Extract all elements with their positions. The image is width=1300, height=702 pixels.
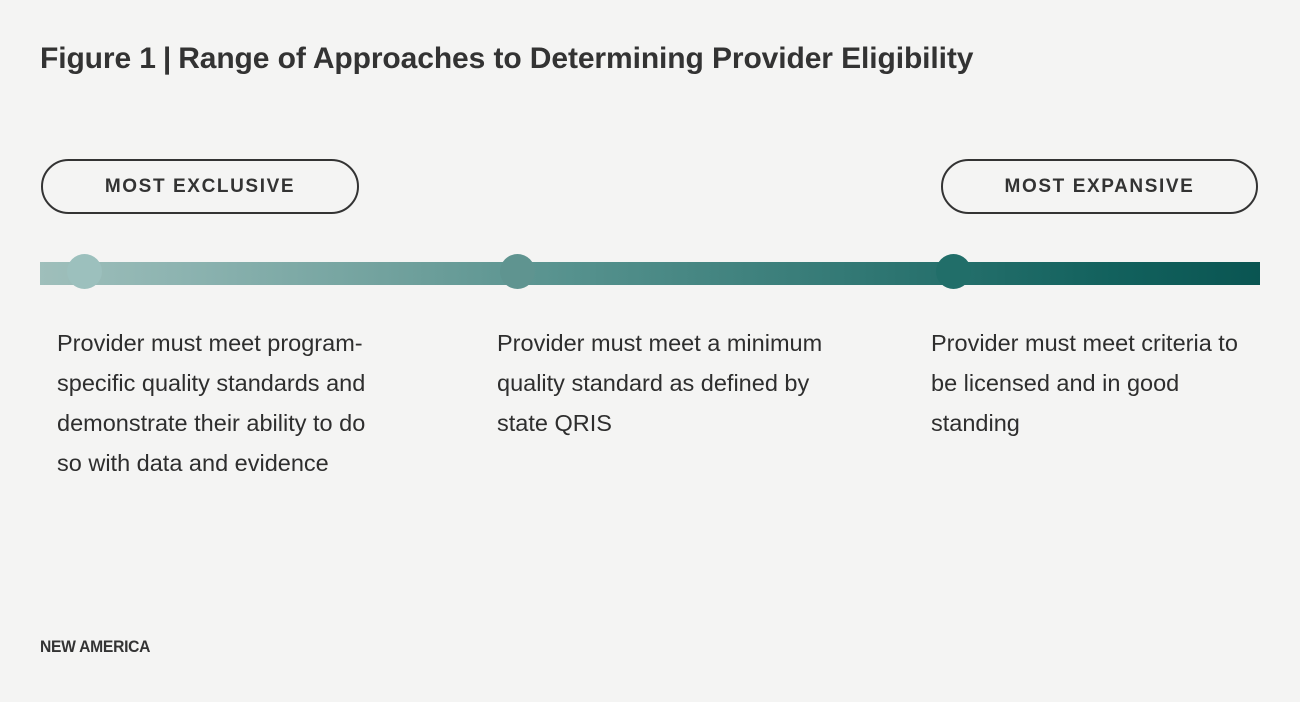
most-expansive-pill: MOST EXPANSIVE (941, 159, 1258, 214)
scale-point-description-2: Provider must meet a minimum quality sta… (497, 330, 823, 436)
page-title: Figure 1|Range of Approaches to Determin… (40, 42, 973, 76)
scale-point-dot-3 (936, 254, 971, 289)
title-text: Range of Approaches to Determining Provi… (178, 42, 974, 75)
scale-point-dot-2 (500, 254, 535, 289)
gradient-scale-bar (40, 262, 1260, 285)
scale-point-dot-1 (67, 254, 102, 289)
most-exclusive-label: MOST EXCLUSIVE (104, 176, 296, 197)
most-expansive-label: MOST EXPANSIVE (1004, 176, 1195, 197)
new-america-logo: NEW AMERICA (40, 637, 151, 656)
scale-point-description-3: Provider must meet criteria to be licens… (931, 330, 1238, 436)
figure-label: Figure 1 (40, 42, 156, 75)
title-separator: | (162, 42, 172, 75)
scale-point-description-1: Provider must meet program-specific qual… (57, 330, 366, 476)
most-exclusive-pill: MOST EXCLUSIVE (41, 159, 359, 214)
